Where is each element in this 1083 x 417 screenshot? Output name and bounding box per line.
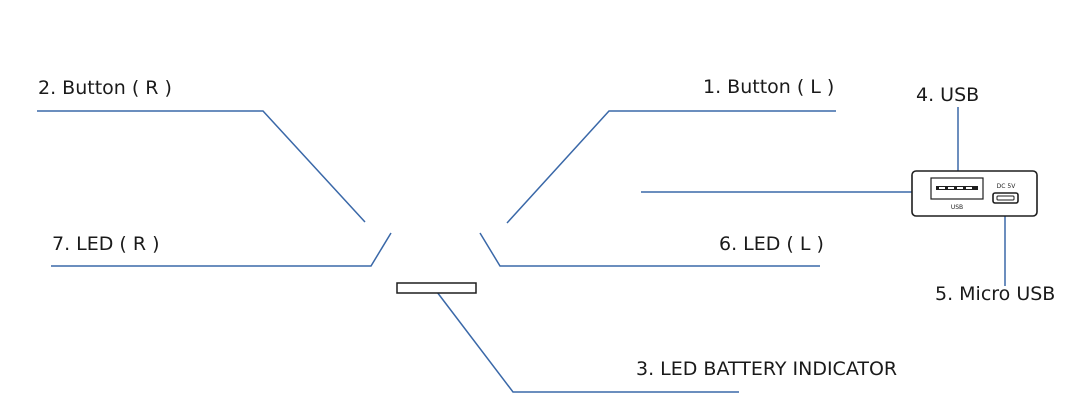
side-port-panel: USB DC 5V (911, 170, 1038, 217)
label-usb: 4. USB (916, 84, 979, 106)
battery-indicator-bar (396, 282, 477, 294)
usb-pin-4 (966, 187, 972, 189)
leader-line-battery-indicator (436, 291, 739, 393)
usb-pin-1 (939, 187, 945, 189)
leader-line-button-r (37, 110, 366, 223)
label-micro-usb: 5. Micro USB (935, 283, 1055, 305)
usb-port-label: USB (951, 204, 963, 211)
label-button-r: 2. Button ( R ) (38, 77, 172, 99)
label-led-l: 6. LED ( L ) (719, 233, 824, 255)
label-led-r: 7. LED ( R ) (52, 233, 160, 255)
micro-port-label: DC 5V (997, 183, 1017, 190)
label-button-l: 1. Button ( L ) (703, 76, 834, 98)
usb-pin-2 (948, 187, 954, 189)
leader-line-led-l (479, 232, 820, 267)
leader-line-led-r (51, 232, 392, 267)
label-battery-indicator: 3. LED BATTERY INDICATOR (636, 358, 897, 380)
usb-pin-3 (957, 187, 963, 189)
leader-line-button-l (506, 110, 836, 224)
micro-usb-port-inner (996, 195, 1015, 201)
